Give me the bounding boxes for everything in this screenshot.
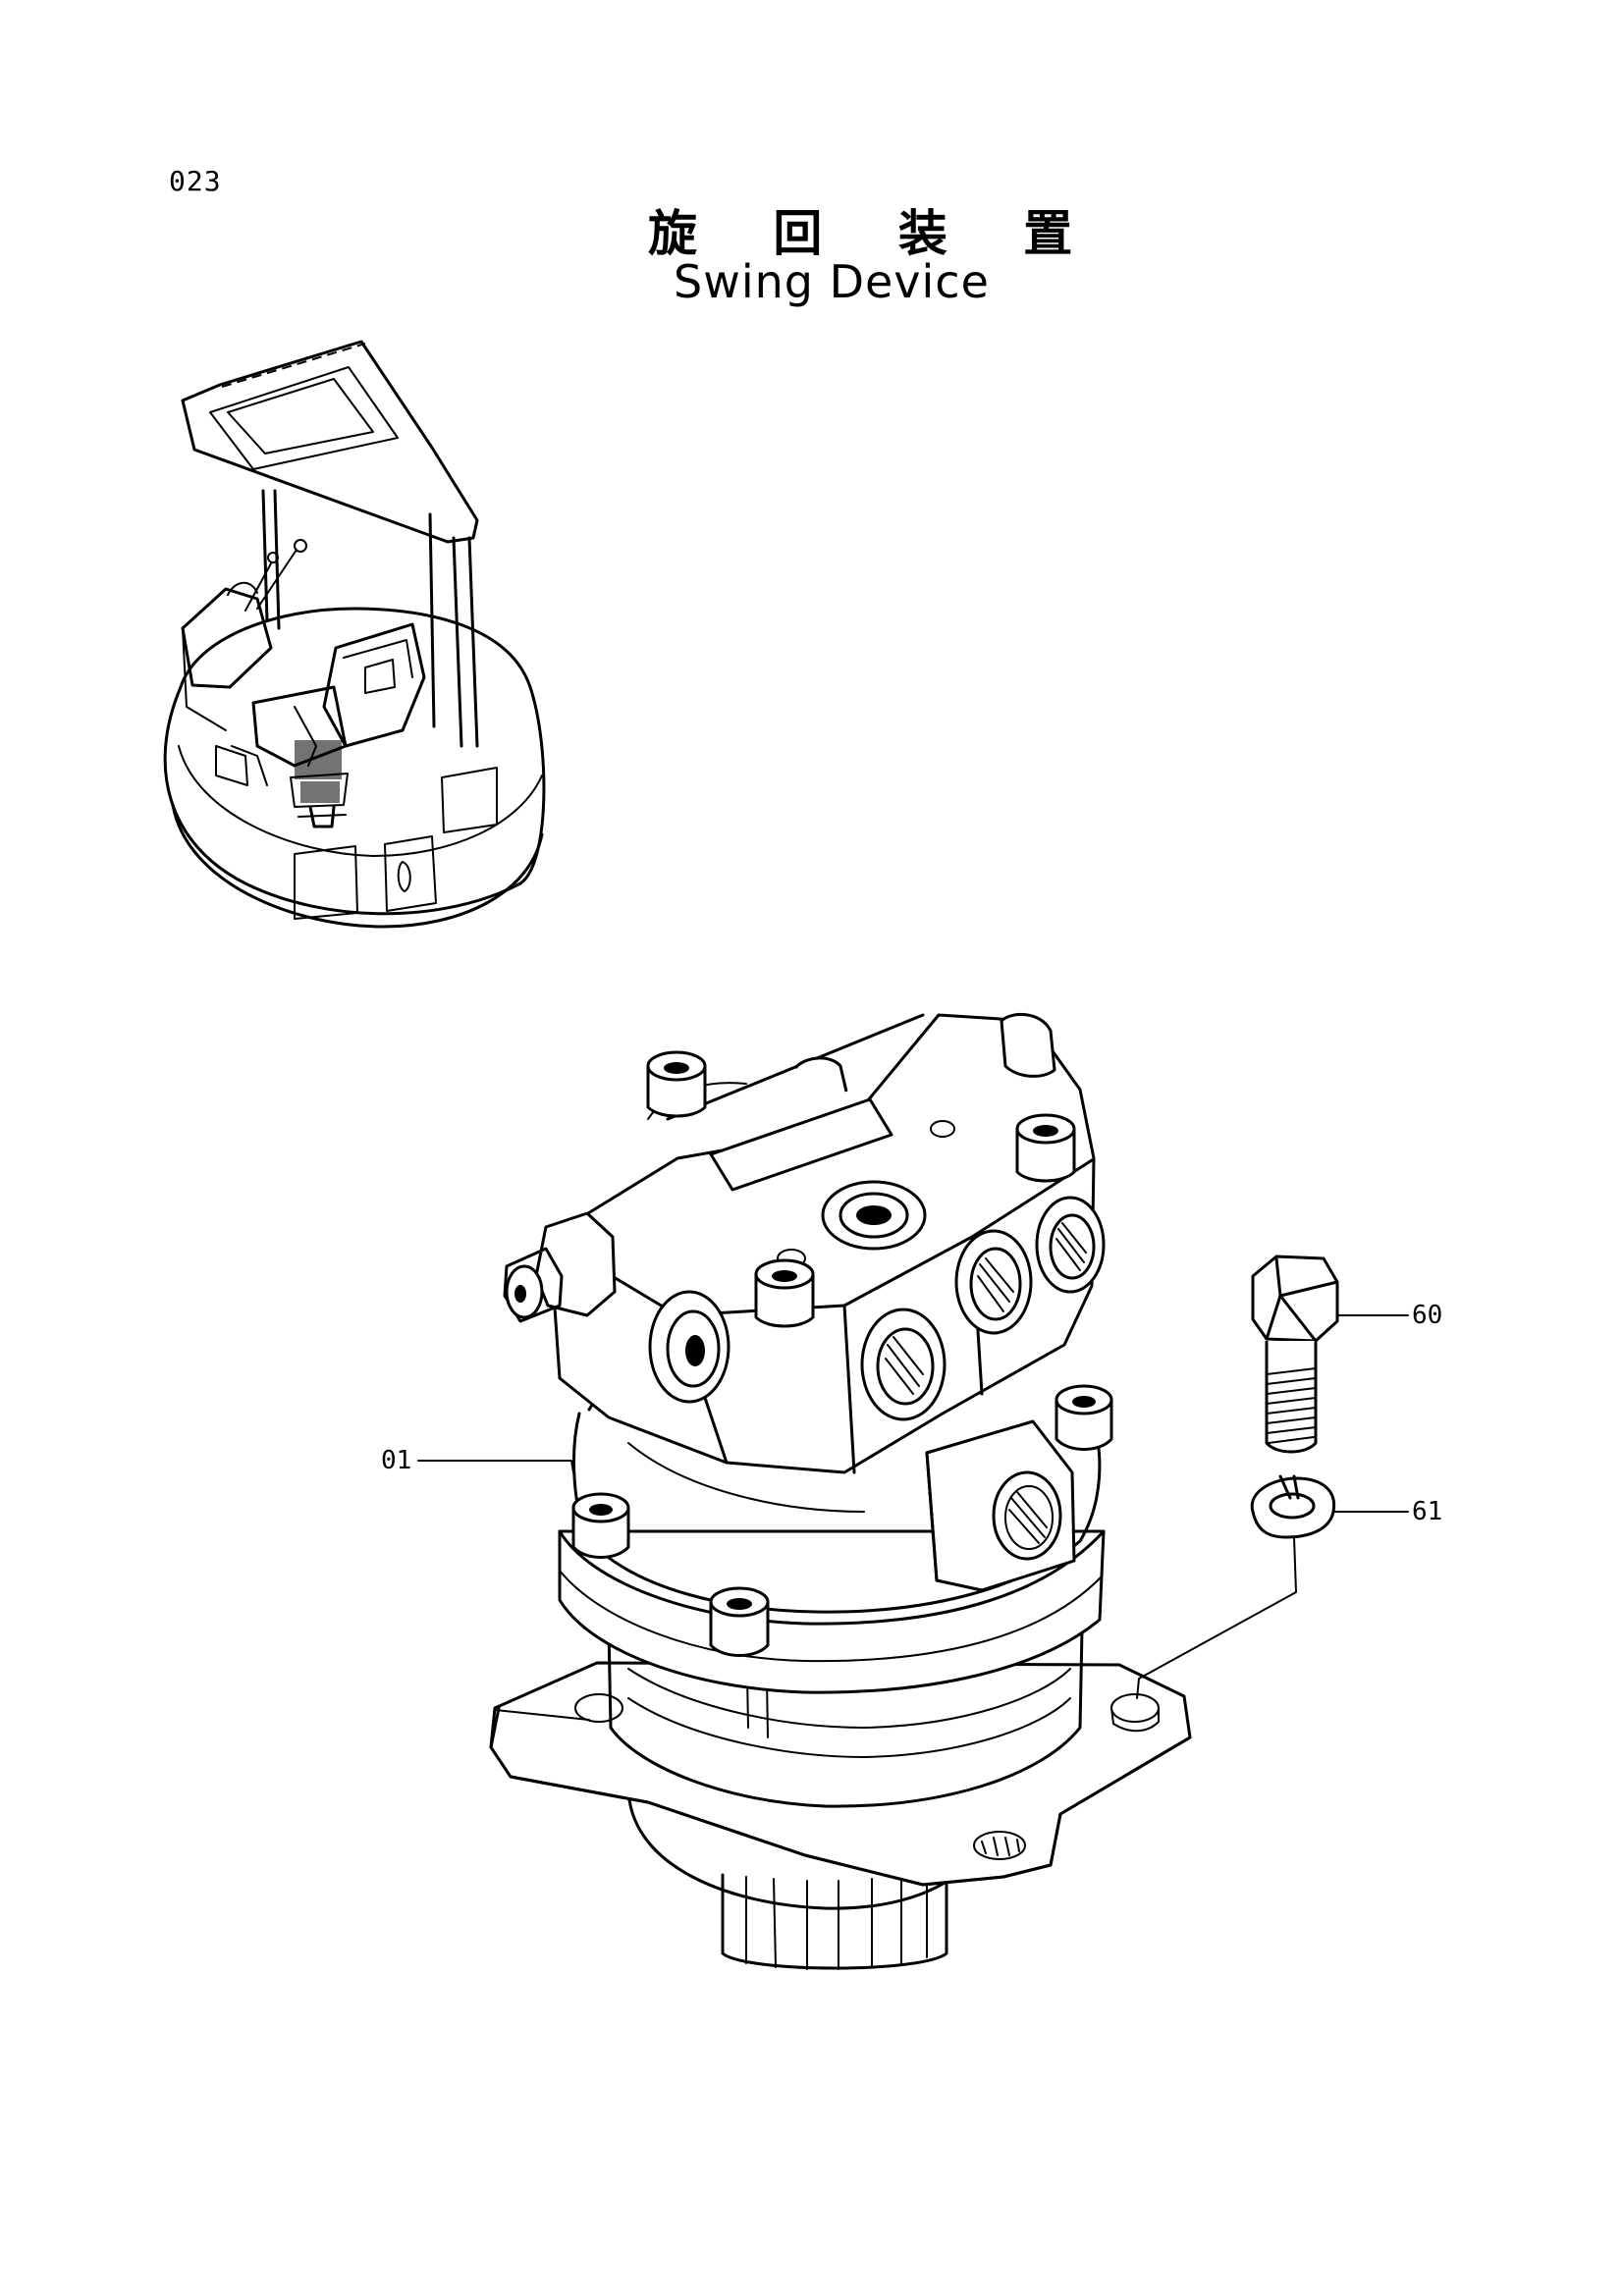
installation-path-line (1136, 1536, 1297, 1699)
lock-washer-illustration (1250, 1474, 1336, 1539)
valve-bolt (646, 1050, 707, 1118)
locator-machine-illustration (163, 340, 546, 929)
port-fitting (860, 1308, 947, 1421)
hex-bolt-illustration (1251, 1255, 1339, 1454)
body-bolt (1055, 1384, 1113, 1451)
body-bolt (571, 1492, 630, 1559)
callout-label-01: 01 (381, 1446, 412, 1475)
port-fitting (954, 1229, 1033, 1335)
valve-bolt (1015, 1113, 1076, 1183)
relief-valve-nut (503, 1211, 617, 1323)
page-title-english: Swing Device (674, 255, 990, 308)
valve-bolt (754, 1258, 815, 1328)
port-fitting (1035, 1196, 1106, 1294)
body-bolt (709, 1586, 770, 1657)
page-number: 023 (169, 165, 222, 197)
callout-label-60: 60 (1412, 1301, 1443, 1330)
swing-device-location-marker (290, 740, 349, 828)
callout-label-61: 61 (1412, 1497, 1443, 1526)
port-fitting (648, 1290, 730, 1404)
leader-line-01 (417, 1460, 574, 1473)
swing-device-assembly-illustration (489, 1012, 1192, 1970)
